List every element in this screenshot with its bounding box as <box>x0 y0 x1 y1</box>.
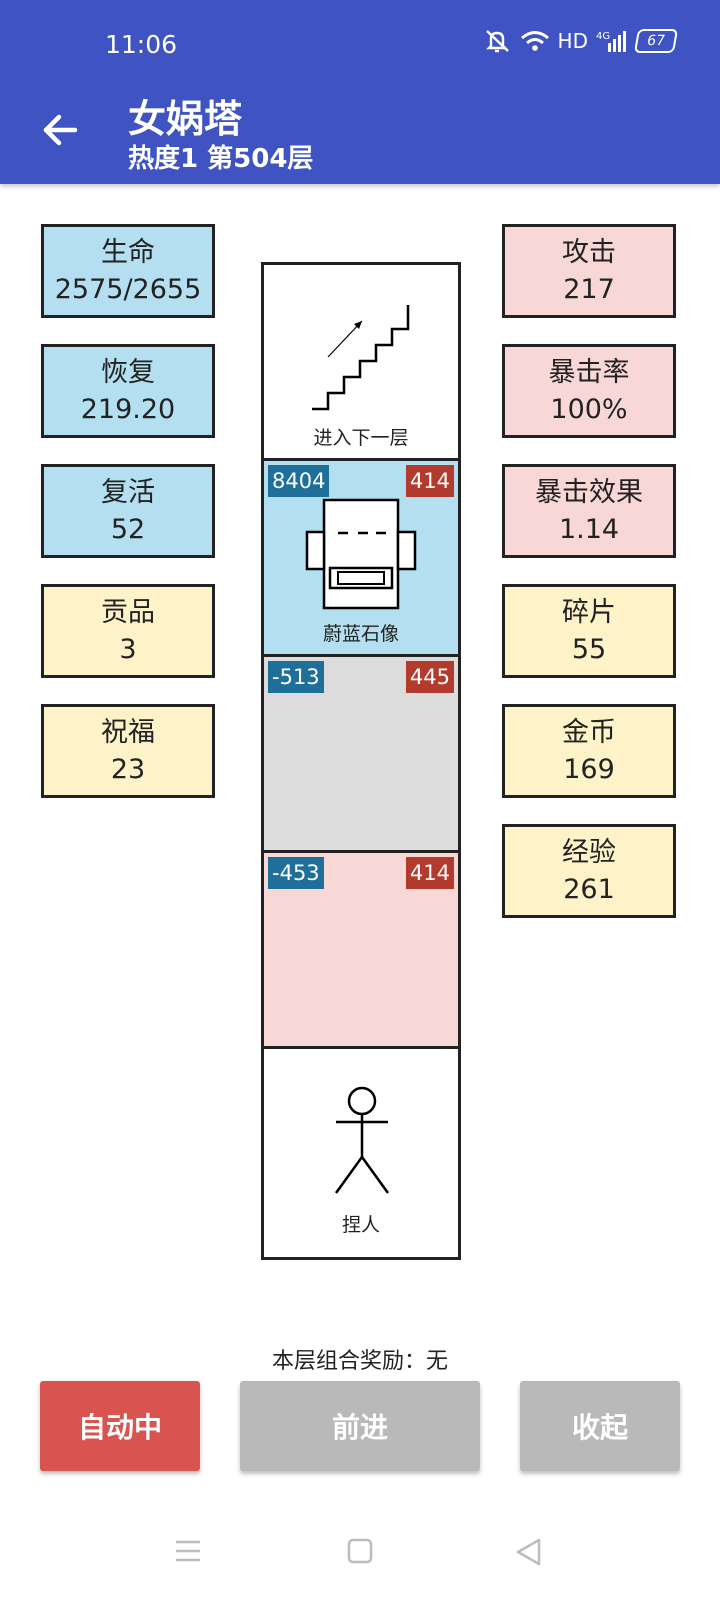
stat-value: 1.14 <box>558 514 620 545</box>
stone-statue-icon <box>305 498 417 610</box>
stat-value: 55 <box>571 634 607 665</box>
collapse-button[interactable]: 收起 <box>520 1381 680 1471</box>
stat-value: 2575/2655 <box>54 274 202 305</box>
stat-crit-rate: 暴击率 100% <box>502 344 676 438</box>
stat-label: 碎片 <box>562 597 616 628</box>
stat-regen: 恢复 219.20 <box>41 344 215 438</box>
stairs-label: 进入下一层 <box>313 427 409 449</box>
enemy-hp-badge: -453 <box>268 857 324 889</box>
tower-cell-stairs[interactable]: 进入下一层 <box>264 265 458 461</box>
stat-label: 复活 <box>101 477 155 508</box>
back-button[interactable] <box>30 100 90 160</box>
page-subtitle: 热度1 第504层 <box>128 144 314 174</box>
mute-icon <box>485 30 509 53</box>
stat-label: 暴击率 <box>548 357 630 388</box>
stat-label: 生命 <box>101 237 155 268</box>
stat-label: 金币 <box>562 717 616 748</box>
menu-icon[interactable] <box>174 1538 202 1564</box>
player-label: 捏人 <box>341 1214 380 1236</box>
status-icons: HD 4G 67 <box>482 28 679 54</box>
tower-cell-enemy-1[interactable]: 8404 414 蔚蓝石像 <box>264 461 458 657</box>
enemy-hp-badge: -513 <box>268 661 324 693</box>
enemy-name: 蔚蓝石像 <box>322 623 399 645</box>
stat-label: 祝福 <box>101 717 155 748</box>
tower-column: 进入下一层 8404 414 蔚蓝石像 -513 445 -453 414 <box>261 262 461 1260</box>
tower-cell-enemy-3[interactable]: -453 414 <box>264 853 458 1049</box>
wifi-icon <box>520 31 549 51</box>
signal-icon: 4G <box>596 31 626 52</box>
status-time: 11:06 <box>105 30 178 59</box>
stat-value: 52 <box>110 514 146 545</box>
floor-reward-text: 本层组合奖励：无 <box>271 1349 448 1374</box>
stick-figure-icon <box>334 1086 390 1194</box>
home-icon[interactable] <box>347 1538 373 1564</box>
stat-value: 23 <box>110 754 146 785</box>
stat-hp: 生命 2575/2655 <box>41 224 215 318</box>
stat-value: 261 <box>563 874 615 905</box>
stat-value: 219.20 <box>80 394 176 425</box>
stat-value: 100% <box>550 394 628 425</box>
system-nav-bar <box>0 1518 720 1600</box>
stat-attack: 攻击 217 <box>502 224 676 318</box>
stat-label: 暴击效果 <box>535 477 643 508</box>
stat-value: 3 <box>119 634 137 665</box>
enemy-atk-badge: 414 <box>405 465 454 497</box>
stat-gold: 金币 169 <box>502 704 676 798</box>
page-title: 女娲塔 <box>128 97 243 141</box>
stat-label: 恢复 <box>101 357 155 388</box>
arrow-left-icon <box>43 114 78 146</box>
tower-cell-player[interactable]: 捏人 <box>264 1049 458 1245</box>
battery-icon: 67 <box>633 29 679 53</box>
stat-crit-damage: 暴击效果 1.14 <box>502 464 676 558</box>
enemy-atk-badge: 445 <box>405 661 454 693</box>
stat-label: 贡品 <box>101 597 155 628</box>
network-type: HD <box>557 29 588 53</box>
enemy-atk-badge: 414 <box>405 857 454 889</box>
stat-offering: 贡品 3 <box>41 584 215 678</box>
stat-value: 217 <box>563 274 615 305</box>
stat-revive: 复活 52 <box>41 464 215 558</box>
forward-button[interactable]: 前进 <box>240 1381 480 1471</box>
stat-value: 169 <box>563 754 615 785</box>
auto-button[interactable]: 自动中 <box>40 1381 200 1471</box>
stat-label: 攻击 <box>562 237 616 268</box>
stat-fragments: 碎片 55 <box>502 584 676 678</box>
enemy-hp-badge: 8404 <box>268 465 330 497</box>
svg-text:4G: 4G <box>596 31 610 42</box>
stat-blessing: 祝福 23 <box>41 704 215 798</box>
app-bar: 11:06 HD 4G 67 女娲塔 热度1 第504层 <box>0 0 720 184</box>
stat-label: 经验 <box>562 837 616 868</box>
back-nav-icon[interactable] <box>515 1538 543 1566</box>
stat-exp: 经验 261 <box>502 824 676 918</box>
stairs-icon <box>312 305 410 411</box>
tower-cell-enemy-2[interactable]: -513 445 <box>264 657 458 853</box>
